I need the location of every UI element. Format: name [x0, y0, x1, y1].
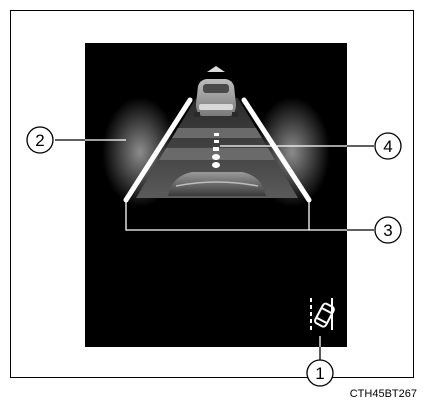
- callout-2-label: 2: [35, 131, 44, 150]
- leading-vehicle-icon: [194, 66, 238, 117]
- lane-departure-icon: [311, 298, 335, 330]
- callout-3: 3: [375, 217, 401, 243]
- callout-2: 2: [27, 127, 53, 153]
- callout-1-label: 1: [315, 364, 324, 383]
- callout-3-label: 3: [383, 221, 392, 240]
- callout-4: 4: [375, 133, 401, 159]
- image-code: CTH45BT267: [350, 388, 417, 400]
- own-vehicle-hood-icon: [168, 172, 266, 196]
- callout-4-label: 4: [383, 137, 392, 156]
- callout-1: 1: [307, 360, 333, 386]
